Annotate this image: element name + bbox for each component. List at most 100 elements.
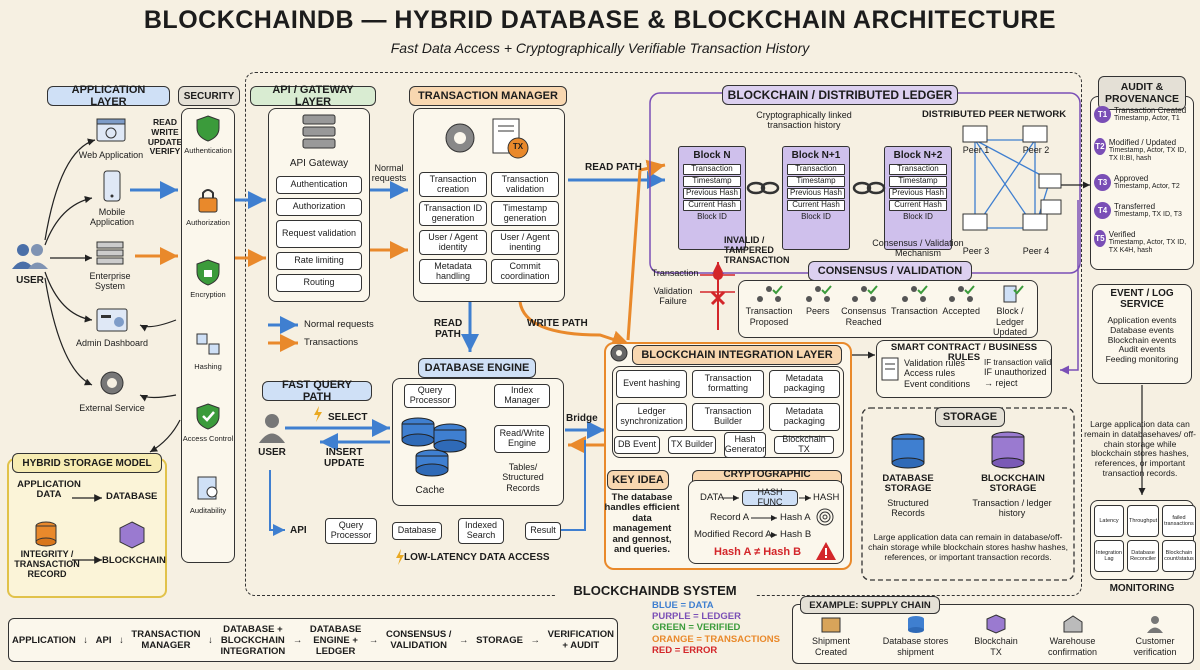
tx-gear-icon (445, 123, 475, 153)
security-items: Authentication Authorization Encryption … (181, 114, 235, 546)
block-n2: Block N+2 Transaction Timestamp Previous… (884, 146, 952, 250)
tx-timestamp: Timestamp generation (491, 201, 559, 226)
chain-links (746, 181, 886, 195)
customer-icon (1147, 616, 1163, 633)
peer-4: Peer 4 (1022, 246, 1050, 256)
shield-icon (196, 115, 220, 142)
bc-storage-title: BLOCKCHAIN STORAGE (981, 473, 1045, 495)
event-log-header: EVENT / LOG SERVICE (1110, 288, 1174, 310)
tx-id-generation: Transaction ID generation (419, 201, 487, 226)
tx-creation: Transaction creation (419, 172, 487, 197)
crypto-arrows (723, 495, 811, 538)
fast-query-header: FAST QUERY PATH (262, 379, 372, 403)
tx-inenting: User / Agent inenting (491, 230, 559, 255)
cons-step-1: Transaction Proposed (742, 284, 796, 337)
sec-authentication: Authentication (181, 114, 235, 186)
tx-badge: TX (512, 142, 524, 151)
warning-icon (816, 542, 836, 560)
package-icon (821, 617, 841, 633)
app-web[interactable]: Web Application (78, 117, 144, 160)
flow-step-8: VERIFICATION + AUDIT (547, 629, 614, 651)
db-engine-header: DATABASE ENGINE (418, 358, 536, 378)
dashboard-icon (96, 308, 128, 332)
hybrid-app-data: APPLICATION DATA (17, 479, 81, 501)
user-group: USER (10, 242, 50, 286)
lightning-icon (396, 549, 404, 565)
cons-step-3: Consensus Reached (840, 284, 888, 337)
block-n: Block N Transaction Timestamp Previous H… (678, 146, 746, 250)
sec-auditability: Auditability (181, 474, 235, 546)
sec-hashing: Hashing (181, 330, 235, 402)
hybrid-arrows (72, 494, 102, 564)
fq-select: SELECT (328, 412, 368, 423)
legend-purple: PURPLE = LEDGER (652, 611, 741, 623)
crypto-hash: HASH (813, 492, 840, 503)
consensus-steps: Transaction Proposed Peers Consensus Rea… (742, 284, 1036, 337)
gateway-items: Authentication Authorization Request val… (276, 176, 362, 292)
fq-user-icon (259, 414, 285, 443)
sc-step-3: Blockchain TX (965, 614, 1027, 657)
user-label: USER (16, 275, 44, 286)
int-tx-formatting: Transaction formatting (692, 370, 764, 398)
mon-integration: Integration Lag (1094, 540, 1124, 572)
fq-indexed-search: Indexed Search (458, 518, 504, 544)
event-log-items: Application events Database events Block… (1105, 315, 1179, 365)
app-mobile[interactable]: Mobile Application (84, 170, 140, 228)
flow-step-4: DATABASE + BLOCKCHAIN INTEGRATION (220, 623, 286, 657)
database-cylinders-icon (401, 417, 467, 477)
flow-step-1: APPLICATION (12, 634, 76, 646)
int-metadata-2: Metadata packaging (768, 403, 840, 431)
app-enterprise[interactable]: Enterprise System (80, 240, 140, 292)
normal-requests-label: Normal requests (371, 163, 407, 184)
red-transaction-label: Transaction (651, 268, 699, 278)
int-ledger-sync: Ledger synchronization (616, 403, 688, 431)
flow-step-3: TRANSACTION MANAGER (131, 629, 201, 651)
app-admin[interactable]: Admin Dashboard (72, 307, 152, 348)
gw-request-validation: Request validation (276, 220, 362, 248)
legend-blue: BLUE = DATA (652, 600, 714, 611)
cons-step-5: Accepted (941, 284, 981, 337)
bottom-flow-panel (8, 618, 618, 662)
integration-header: BLOCKCHAIN INTEGRATION LAYER (632, 345, 842, 365)
cons-step-6: Block / Ledger Updated (984, 284, 1036, 337)
db-query-processor: Query Processor (404, 384, 456, 408)
page-subtitle: Fast Data Access + Cryptographically Ver… (390, 40, 810, 56)
hybrid-blockchain: BLOCKCHAIN (102, 555, 166, 566)
peer-1: Peer 1 (962, 145, 990, 155)
gear-icon (100, 371, 124, 395)
contract-rules: Validation rules Access rules Event cond… (904, 358, 971, 389)
integration-gear-icon (610, 344, 628, 362)
crypto-modified: Modified Record A (694, 529, 772, 540)
security-header: SECURITY (178, 86, 240, 106)
hybrid-header: HYBRID STORAGE MODEL (12, 453, 162, 473)
network-check-icon (757, 285, 783, 302)
color-legend: BLUE = DATA PURPLE = LEDGER GREEN = VERI… (652, 600, 780, 656)
hybrid-database: DATABASE (106, 491, 158, 502)
page-title: BLOCKCHAINDB — HYBRID DATABASE & BLOCKCH… (143, 6, 1057, 34)
consensus-header: CONSENSUS / VALIDATION (808, 261, 972, 281)
tx-identity: User / Agent identity (419, 230, 487, 255)
integration-items: Event hashing Transaction formatting Met… (616, 370, 840, 431)
invalid-transaction: INVALID / TAMPERED TRANSACTION (724, 235, 790, 265)
legend-red: RED = ERROR (652, 644, 718, 656)
storage-note: Large application data can remain in dat… (868, 532, 1068, 562)
app-external[interactable]: External Service (72, 368, 152, 413)
web-app-icon (96, 118, 126, 142)
int-tx-builder: Transaction Builder (692, 403, 764, 431)
tx-metadata: Metadata handling (419, 259, 487, 284)
tx-items: Transaction creation Transaction validat… (419, 172, 559, 284)
mon-failed: failed transactions (1162, 505, 1196, 537)
int-event-hashing: Event hashing (616, 370, 688, 398)
db-storage-title: DATABASE STORAGE (882, 473, 934, 495)
mon-throughput: Throughput (1127, 505, 1160, 537)
gw-routing: Routing (276, 274, 362, 292)
mon-blockchain: Blockchain count/status (1162, 540, 1196, 572)
sc-step-1: Shipment Created (796, 614, 866, 657)
lock-icon (198, 189, 218, 213)
app-external-label: External Service (79, 403, 145, 413)
blockchain-cube-icon (986, 614, 1006, 634)
fq-database: Database (392, 522, 442, 540)
